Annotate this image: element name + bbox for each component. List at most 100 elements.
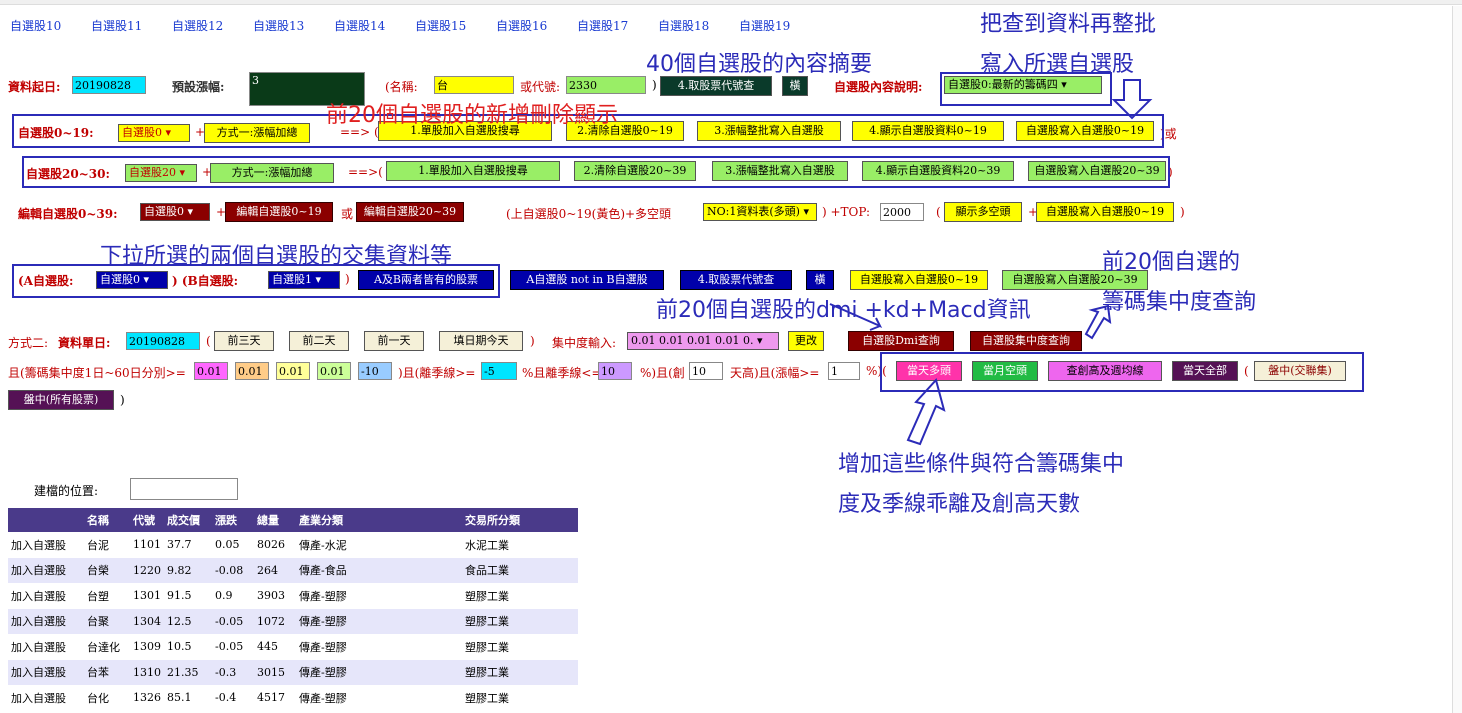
table-cell: -0.05 <box>212 608 254 634</box>
single-date-input[interactable]: 20190828 <box>126 332 200 350</box>
table-header-cell <box>8 508 84 532</box>
one-day-button[interactable]: 前一天 <box>364 331 424 351</box>
intraday-all-button[interactable]: 盤中(所有股票) <box>8 390 114 410</box>
preset-rise-input[interactable]: 3 <box>249 72 365 106</box>
add-to-watchlist-link[interactable]: 加入自選股 <box>8 634 84 660</box>
conc-input-2[interactable]: 0.01 <box>235 362 269 380</box>
top-link-item[interactable]: 自選股18 <box>658 19 710 33</box>
desc-select[interactable]: 自選股0:最新的籌碼四 ▾ <box>944 76 1102 94</box>
concentration-select[interactable]: 0.01 0.01 0.01 0.01 0. ▾ <box>627 332 779 350</box>
arrow-down-icon <box>1111 79 1153 120</box>
dmi-query-button[interactable]: 自選股Dmi查詢 <box>848 331 954 351</box>
edit-0-19-button[interactable]: 編輯自選股0~19 <box>225 202 333 222</box>
three-days-button[interactable]: 前三天 <box>214 331 274 351</box>
conc-input-3[interactable]: 0.01 <box>276 362 310 380</box>
add-to-watchlist-link[interactable]: 加入自選股 <box>8 608 84 634</box>
fetch-code-button-2[interactable]: 4.取股票代號查 <box>680 270 792 290</box>
table-cell: 塑膠工業 <box>462 634 578 660</box>
top-link-item[interactable]: 自選股14 <box>334 19 386 33</box>
intraday-intersection-button[interactable]: 盤中(交聯集) <box>1254 361 1346 381</box>
today-all-button[interactable]: 當天全部 <box>1172 361 1238 381</box>
row2-action-button[interactable]: 3.漲幅整批寫入自選股 <box>697 121 841 141</box>
cond-concentration-text: 且(籌碼集中度1日~60日分別>= <box>8 366 186 380</box>
row2-action-button[interactable]: 1.單股加入自選股搜尋 <box>378 121 552 141</box>
horizontal-button-2[interactable]: 橫 <box>806 270 834 290</box>
top-link-item[interactable]: 自選股16 <box>496 19 548 33</box>
row2-action-button[interactable]: 自選股寫入自選股0~19 <box>1016 121 1154 141</box>
add-to-watchlist-link[interactable]: 加入自選股 <box>8 583 84 609</box>
add-to-watchlist-link[interactable]: 加入自選股 <box>8 557 84 583</box>
top-link-item[interactable]: 自選股13 <box>253 19 305 33</box>
write-0-19-button[interactable]: 自選股寫入自選股0~19 <box>1036 202 1174 222</box>
add-to-watchlist-link[interactable]: 加入自選股 <box>8 659 84 685</box>
top-link-item[interactable]: 自選股10 <box>10 19 62 33</box>
a-and-b-button[interactable]: A及B兩者皆有的股票 <box>358 270 494 290</box>
row2-method-button[interactable]: 方式一:漲幅加總 <box>204 123 310 143</box>
paren: ) <box>1180 205 1185 219</box>
b-select[interactable]: 自選股1 ▾ <box>268 271 340 289</box>
no-select[interactable]: NO:1資料表(多頭) ▾ <box>703 203 817 221</box>
scrollbar-track[interactable] <box>1452 6 1462 713</box>
paren: ) <box>652 78 657 92</box>
name-input[interactable]: 台 <box>434 76 514 94</box>
month-bear-button[interactable]: 當月空頭 <box>972 361 1038 381</box>
chevron-down-icon: ▾ <box>143 273 150 286</box>
top-link-item[interactable]: 自選股19 <box>739 19 791 33</box>
horizontal-button[interactable]: 橫 <box>782 76 808 96</box>
row3-action-button[interactable]: 3.漲幅整批寫入自選股 <box>712 161 848 181</box>
concentration-query-button[interactable]: 自選股集中度查詢 <box>970 331 1082 351</box>
show-bull-bear-button[interactable]: 顯示多空頭 <box>944 202 1022 222</box>
plus-sign: + <box>216 205 227 219</box>
top-input[interactable]: 2000 <box>880 203 924 221</box>
season-min-input[interactable]: -5 <box>481 362 517 380</box>
row3-action-button[interactable]: 1.單股加入自選股搜尋 <box>386 161 560 181</box>
top-link-item[interactable]: 自選股12 <box>172 19 224 33</box>
row3-action-button[interactable]: 4.顯示自選股資料20~39 <box>862 161 1014 181</box>
table-cell: 10.5 <box>164 634 212 660</box>
annotation-text: 下拉所選的兩個自選股的交集資料等 <box>100 244 453 269</box>
rise-input[interactable]: 1 <box>828 362 860 380</box>
row3-label: 自選股20~30: <box>26 167 110 181</box>
table-cell: 水泥工業 <box>462 532 578 558</box>
top-link-item[interactable]: 自選股17 <box>577 19 629 33</box>
fill-today-button[interactable]: 填日期今天 <box>439 331 523 351</box>
row3-method-button[interactable]: 方式一:漲幅加總 <box>210 163 334 183</box>
build-location-input[interactable] <box>130 478 238 500</box>
start-date-input[interactable]: 20190828 <box>72 76 146 94</box>
row3-select[interactable]: 自選股20 ▾ <box>125 164 197 182</box>
edit-20-39-button[interactable]: 編輯自選股20~39 <box>356 202 464 222</box>
table-cell: 台泥 <box>84 532 130 558</box>
code-input[interactable]: 2330 <box>566 76 646 94</box>
row2-action-button[interactable]: 2.清除自選股0~19 <box>566 121 684 141</box>
high-weekly-button[interactable]: 查創高及週均線 <box>1048 361 1162 381</box>
table-header-row: 名稱代號成交價漲跌總量產業分類交易所分類 <box>8 508 578 532</box>
row4-select[interactable]: 自選股0 ▾ <box>140 203 210 221</box>
row2-select[interactable]: 自選股0 ▾ <box>118 124 190 142</box>
conc-input-1[interactable]: 0.01 <box>194 362 228 380</box>
window-top-edge <box>0 0 1462 5</box>
top-link-item[interactable]: 自選股15 <box>415 19 467 33</box>
a-not-in-b-button[interactable]: A自選股 not in B自選股 <box>510 270 664 290</box>
row4-select-value: 自選股0 <box>144 205 184 218</box>
conc-input-4[interactable]: 0.01 <box>317 362 351 380</box>
add-to-watchlist-link[interactable]: 加入自選股 <box>8 685 84 711</box>
season-max-input[interactable]: 10 <box>598 362 632 380</box>
write-20-39-button[interactable]: 自選股寫入自選股20~39 <box>1002 270 1148 290</box>
table-cell: 21.35 <box>164 659 212 685</box>
top-link-item[interactable]: 自選股11 <box>91 19 143 33</box>
high-days-input[interactable]: 10 <box>689 362 723 380</box>
row3-action-button[interactable]: 2.清除自選股20~39 <box>574 161 696 181</box>
change-button[interactable]: 更改 <box>788 331 824 351</box>
row2-action-button[interactable]: 4.顯示自選股資料0~19 <box>852 121 1004 141</box>
conc-input-5[interactable]: -10 <box>358 362 392 380</box>
today-bull-button[interactable]: 當天多頭 <box>896 361 962 381</box>
a-select[interactable]: 自選股0 ▾ <box>96 271 168 289</box>
add-to-watchlist-link[interactable]: 加入自選股 <box>8 532 84 558</box>
write-0-19-button-2[interactable]: 自選股寫入自選股0~19 <box>850 270 988 290</box>
fetch-code-button[interactable]: 4.取股票代號查 <box>660 76 772 96</box>
row3-action-button[interactable]: 自選股寫入自選股20~39 <box>1028 161 1166 181</box>
plus-sign: + <box>195 125 206 139</box>
b-label: ) (B自選股: <box>172 274 239 288</box>
two-days-button[interactable]: 前二天 <box>289 331 349 351</box>
